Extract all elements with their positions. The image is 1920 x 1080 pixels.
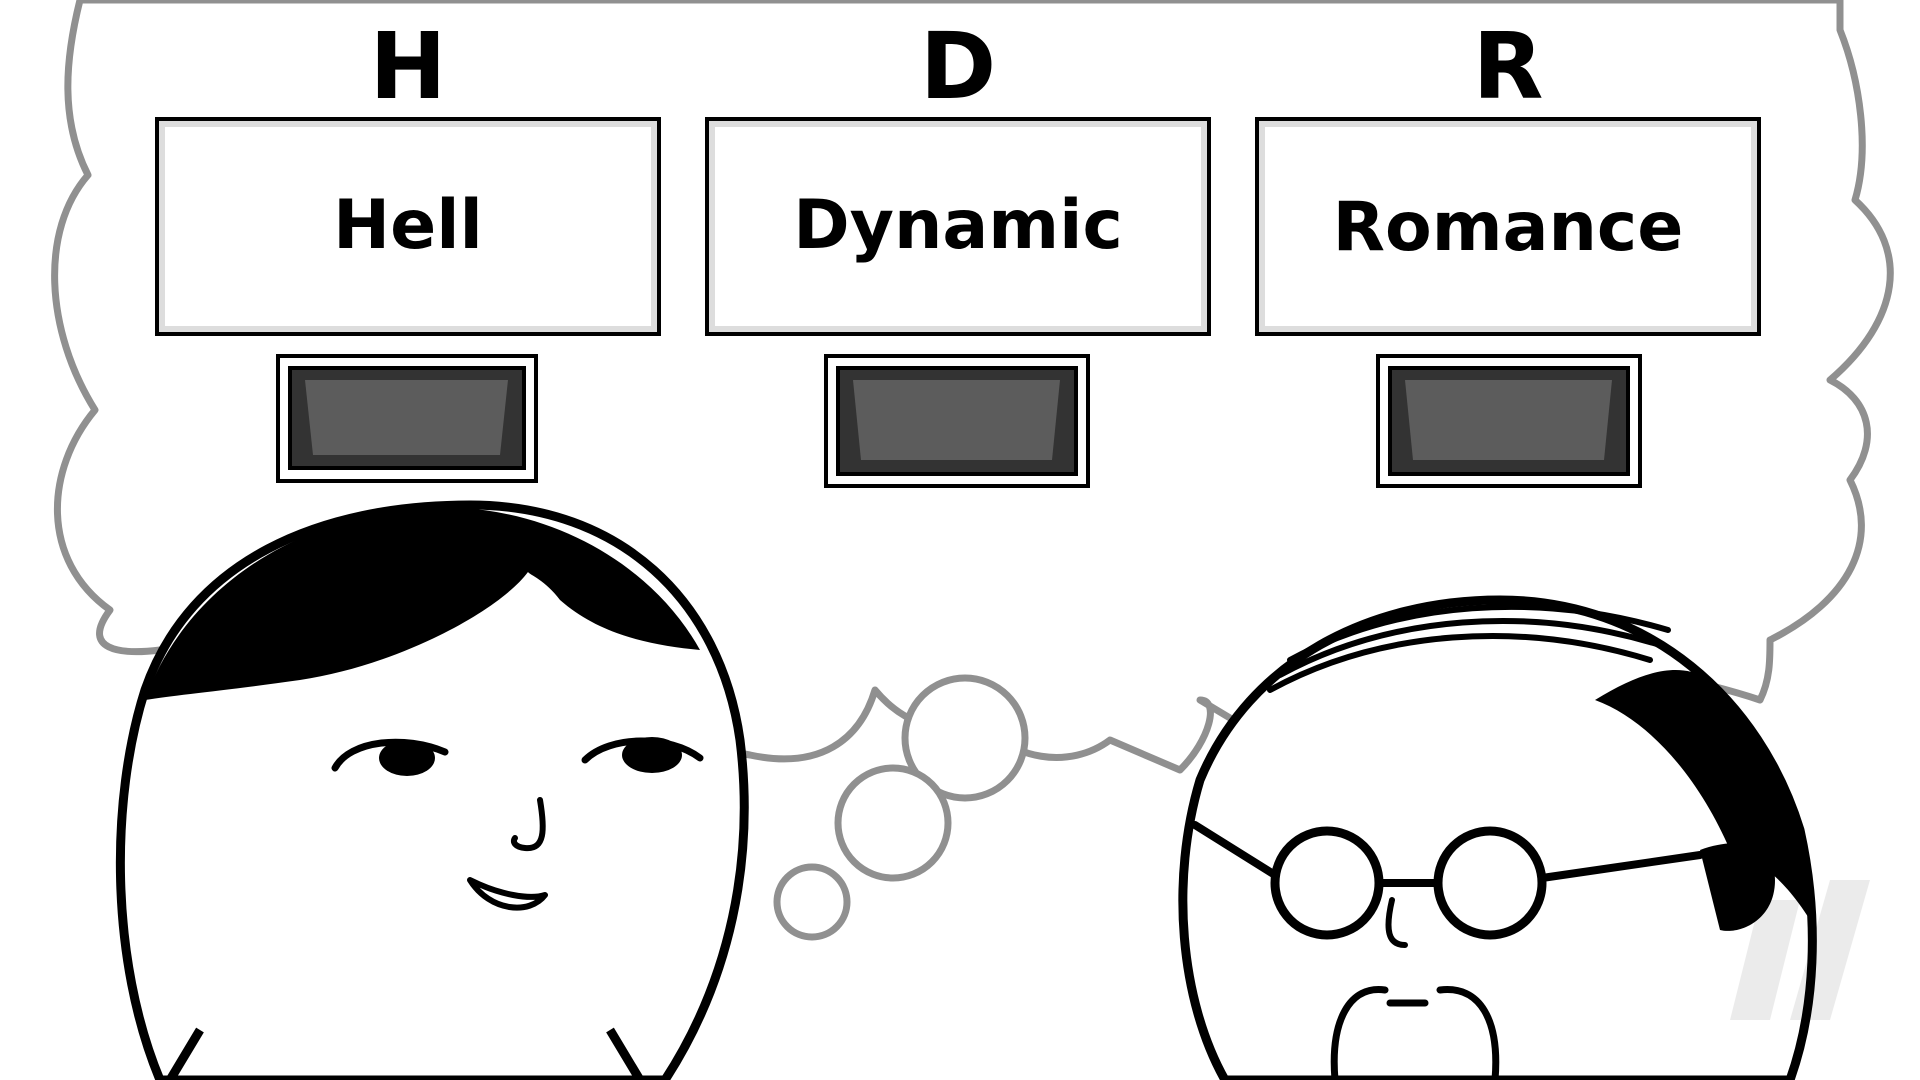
nintendo-life-logo <box>1730 880 1870 1020</box>
acronym-slot-h: H Hell <box>155 13 661 483</box>
rocker-switch-icon <box>824 354 1090 488</box>
left-character-hair <box>145 507 700 700</box>
acronym-letter: D <box>920 13 996 120</box>
word-card-shade <box>1259 121 1757 332</box>
left-character-nose <box>510 797 546 852</box>
left-eye-left <box>379 740 435 776</box>
word-card <box>705 117 1211 336</box>
word-card-shade <box>159 121 657 332</box>
acronym-slot-r: R Romance <box>1255 13 1761 488</box>
acronym-letter: H <box>370 13 447 120</box>
left-eyebrow-left <box>331 738 449 772</box>
right-ear <box>1700 843 1775 931</box>
thought-bubble-small-2 <box>834 764 952 882</box>
right-hair-strands <box>1267 603 1671 693</box>
word-card-shade <box>709 121 1207 332</box>
acronym-word: Dynamic <box>793 186 1123 265</box>
left-character-mouth <box>467 877 548 911</box>
right-character-jowls <box>1330 986 1500 1080</box>
left-character <box>115 500 749 1080</box>
rocker-switch-icon <box>276 354 538 483</box>
thought-bubble-small-3 <box>773 863 851 941</box>
thought-bubble-small-1 <box>901 674 1029 802</box>
word-card <box>1255 117 1761 336</box>
acronym-word: Hell <box>333 186 483 265</box>
right-character-nose <box>1385 897 1408 948</box>
right-character <box>1178 595 1817 1080</box>
acronym-letter: R <box>1473 13 1544 120</box>
rocker-switch-icon <box>1376 354 1642 488</box>
round-glasses-icon <box>1191 821 1704 940</box>
left-character-body <box>166 1027 644 1080</box>
acronym-slot-d: D Dynamic <box>705 13 1211 488</box>
acronym-word: Romance <box>1333 188 1684 267</box>
left-eye-right <box>622 737 682 773</box>
word-card <box>155 117 661 336</box>
